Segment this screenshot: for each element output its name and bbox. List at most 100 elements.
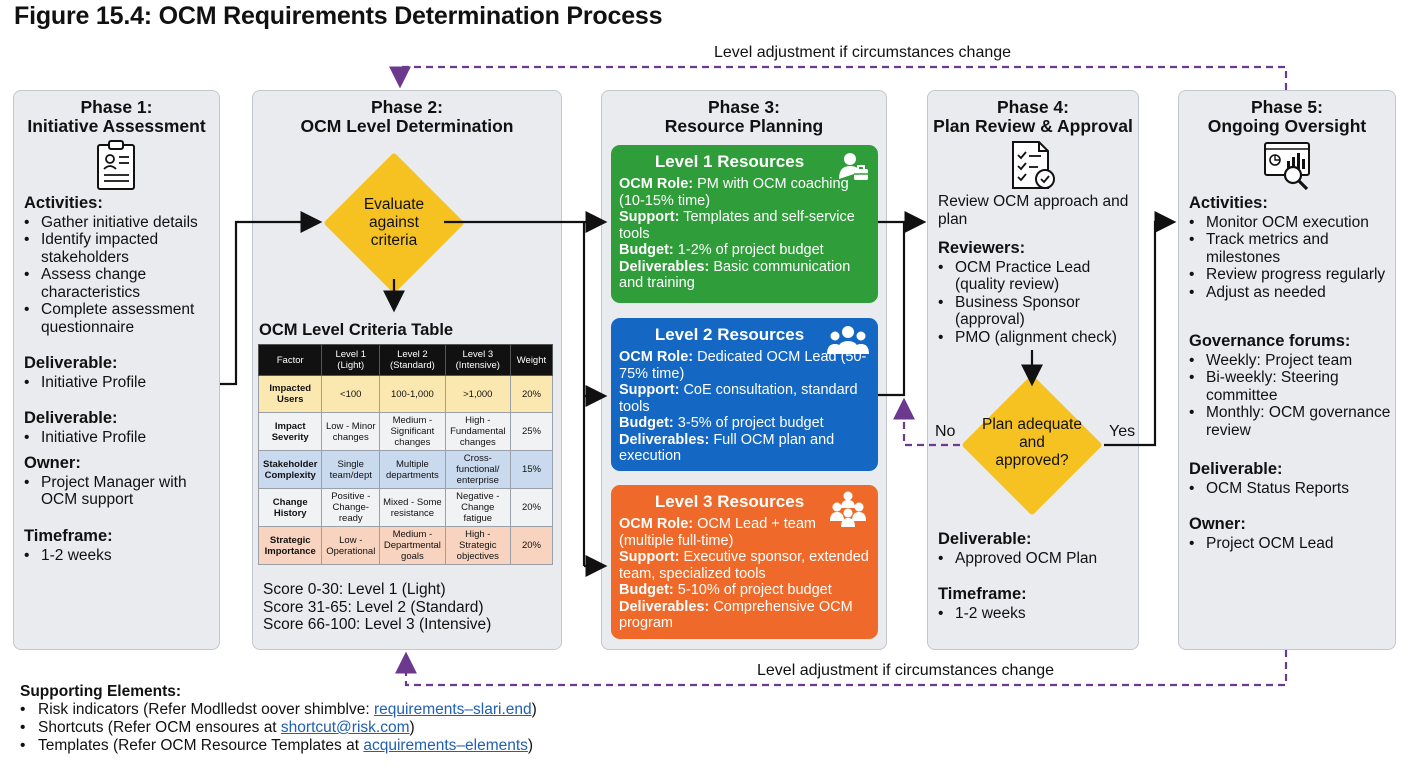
activities-heading: Activities: bbox=[24, 194, 103, 212]
level-title: Level 3 Resources bbox=[654, 492, 805, 511]
deliverables-text: Full OCM plan and execution bbox=[619, 431, 835, 465]
phase4-reviewers: Reviewers: OCM Practice Lead (quality re… bbox=[938, 239, 1133, 347]
score-legend: Score 0-30: Level 1 (Light) Score 31-65:… bbox=[263, 581, 491, 634]
phase3-title: Phase 3: Resource Planning bbox=[602, 98, 886, 136]
criteria-cell-l3: Negative - Change fatigue bbox=[444, 488, 511, 527]
criteria-table-title: OCM Level Criteria Table bbox=[259, 321, 454, 339]
phase1-deliverable: Deliverable: Initiative Profile bbox=[24, 354, 214, 392]
header-level1: Level 1 (Light) bbox=[321, 344, 381, 376]
score-line: Score 66-100: Level 3 (Intensive) bbox=[263, 616, 492, 633]
criteria-cell-l3: Cross-functional/ enterprise bbox=[444, 450, 511, 489]
loop-bottom-label: Level adjustment if circumstances change bbox=[755, 662, 1057, 680]
phase2-number: Phase 2: bbox=[371, 97, 443, 117]
phase4-number: Phase 4: bbox=[997, 97, 1069, 117]
support-heading: Support: bbox=[619, 382, 680, 398]
phase5-panel: Phase 5: Ongoing Oversight Activities: M… bbox=[1178, 90, 1396, 650]
role-heading: OCM Role: bbox=[619, 176, 694, 192]
no-label: No bbox=[935, 423, 956, 440]
support-text: Templates and self-service tools bbox=[619, 209, 855, 242]
supporting-item: Risk indicators (Refer Modlledst oover s… bbox=[20, 701, 537, 719]
level-role: OCM Role: OCM Lead + team (multiple full… bbox=[619, 516, 870, 549]
phase1-title: Phase 1: Initiative Assessment bbox=[14, 98, 219, 136]
phase4-name: Plan Review & Approval bbox=[933, 116, 1133, 136]
criteria-cell-l2: Medium - Significant changes bbox=[379, 412, 446, 451]
header-factor: Factor bbox=[257, 344, 323, 376]
level-title: Level 1 Resources bbox=[654, 152, 805, 171]
loop-top-label: Level adjustment if circumstances change bbox=[712, 44, 1014, 62]
level-budget: Budget: 1-2% of project budget bbox=[619, 242, 870, 259]
phase4-deliverable: Deliverable: Approved OCM Plan bbox=[938, 530, 1133, 567]
role-text: Dedicated OCM Lead (50-75% time) bbox=[619, 349, 867, 382]
level-deliverables: Deliverables: Basic communication and tr… bbox=[619, 259, 870, 292]
supporting-elements: Supporting Elements: Risk indicators (Re… bbox=[20, 683, 537, 755]
figure-title: Figure 15.4: OCM Requirements Determinat… bbox=[14, 2, 663, 30]
phase4-timeframe: Timeframe: 1-2 weeks bbox=[938, 585, 1133, 623]
person-briefcase-icon bbox=[836, 151, 870, 188]
criteria-cell-factor: Impact Severity bbox=[257, 412, 323, 451]
phase2-name: OCM Level Determination bbox=[300, 116, 514, 136]
timeframe-heading: Timeframe: bbox=[24, 527, 113, 545]
phase4-title: Phase 4: Plan Review & Approval bbox=[928, 98, 1138, 136]
timeframe-item: 1-2 weeks bbox=[938, 605, 1133, 623]
budget-text: 5-10% of project budget bbox=[677, 582, 832, 598]
phase4-intro: Review OCM approach and plan bbox=[938, 193, 1133, 228]
owner-heading: Owner: bbox=[24, 454, 81, 472]
level-support: Support: Templates and self-service tool… bbox=[619, 209, 870, 242]
owner-item: Project OCM Lead bbox=[1189, 535, 1394, 553]
activity-item: Complete assessment questionnaire bbox=[24, 301, 214, 336]
phase5-number: Phase 5: bbox=[1251, 97, 1323, 117]
activity-item: Assess change characteristics bbox=[24, 266, 214, 301]
supporting-link[interactable]: acquirements–elements bbox=[363, 737, 528, 754]
activity-item: Adjust as needed bbox=[1189, 284, 1394, 302]
phase4-panel: Phase 4: Plan Review & Approval Review O… bbox=[927, 90, 1139, 650]
phase5-title: Phase 5: Ongoing Oversight bbox=[1179, 98, 1395, 136]
deliverable-item: Initiative Profile bbox=[24, 429, 214, 447]
criteria-cell-factor: Change History bbox=[257, 488, 323, 527]
role-heading: OCM Role: bbox=[619, 349, 694, 365]
deliverables-text: Basic communication and training bbox=[619, 258, 851, 292]
supporting-item: Shortcuts (Refer OCM ensoures at shortcu… bbox=[20, 719, 537, 737]
criteria-cell-weight: 15% bbox=[509, 450, 554, 489]
forums-heading: Governance forums: bbox=[1189, 332, 1351, 350]
score-line: Score 0-30: Level 1 (Light) bbox=[263, 581, 446, 598]
forum-item: Weekly: Project team bbox=[1189, 352, 1394, 370]
dashboard-magnifier-icon bbox=[1263, 139, 1315, 196]
criteria-cell-l2: 100-1,000 bbox=[379, 375, 446, 413]
supporting-text: Risk indicators (Refer Modlledst oover s… bbox=[38, 701, 374, 718]
deliverables-heading: Deliverables: bbox=[619, 258, 710, 275]
criteria-cell-weight: 20% bbox=[509, 488, 554, 527]
forum-item: Bi-weekly: Steering committee bbox=[1189, 369, 1394, 404]
supporting-link[interactable]: requirements–slari.end bbox=[373, 701, 532, 718]
activity-item: Track metrics and milestones bbox=[1189, 231, 1394, 266]
supporting-heading: Supporting Elements: bbox=[20, 683, 182, 700]
phase1-timeframe: Timeframe: 1-2 weeks bbox=[24, 527, 214, 564]
header-level3: Level 3 (Intensive) bbox=[444, 344, 511, 376]
activity-item: Identify impacted stakeholders bbox=[24, 231, 214, 266]
reviewer-item: PMO (alignment check) bbox=[938, 329, 1133, 347]
review-intro-text: Review OCM approach and plan bbox=[938, 193, 1129, 228]
activity-item: Monitor OCM execution bbox=[1189, 214, 1394, 232]
role-heading: OCM Role: bbox=[619, 516, 694, 532]
criteria-cell-l3: >1,000 bbox=[444, 375, 511, 413]
criteria-cell-l2: Medium - Departmental goals bbox=[379, 526, 446, 565]
forum-item: Monthly: OCM governance review bbox=[1189, 404, 1394, 439]
supporting-item: Templates (Refer OCM Resource Templates … bbox=[20, 737, 537, 755]
criteria-cell-weight: 20% bbox=[509, 375, 554, 413]
supporting-link[interactable]: shortcut@risk.com bbox=[280, 719, 410, 736]
header-level2: Level 2 (Standard) bbox=[379, 344, 446, 376]
deliverable-item: Initiative Profile bbox=[24, 374, 214, 392]
header-weight: Weight bbox=[509, 344, 554, 376]
phase5-owner: Owner: Project OCM Lead bbox=[1189, 515, 1394, 553]
owner-heading: Owner: bbox=[1189, 515, 1246, 533]
criteria-cell-factor: Stakeholder Complexity bbox=[257, 450, 323, 489]
criteria-cell-l1: Positive - Change-ready bbox=[321, 488, 381, 527]
deliverables-heading: Deliverables: bbox=[619, 431, 710, 448]
team-icon bbox=[826, 491, 870, 532]
